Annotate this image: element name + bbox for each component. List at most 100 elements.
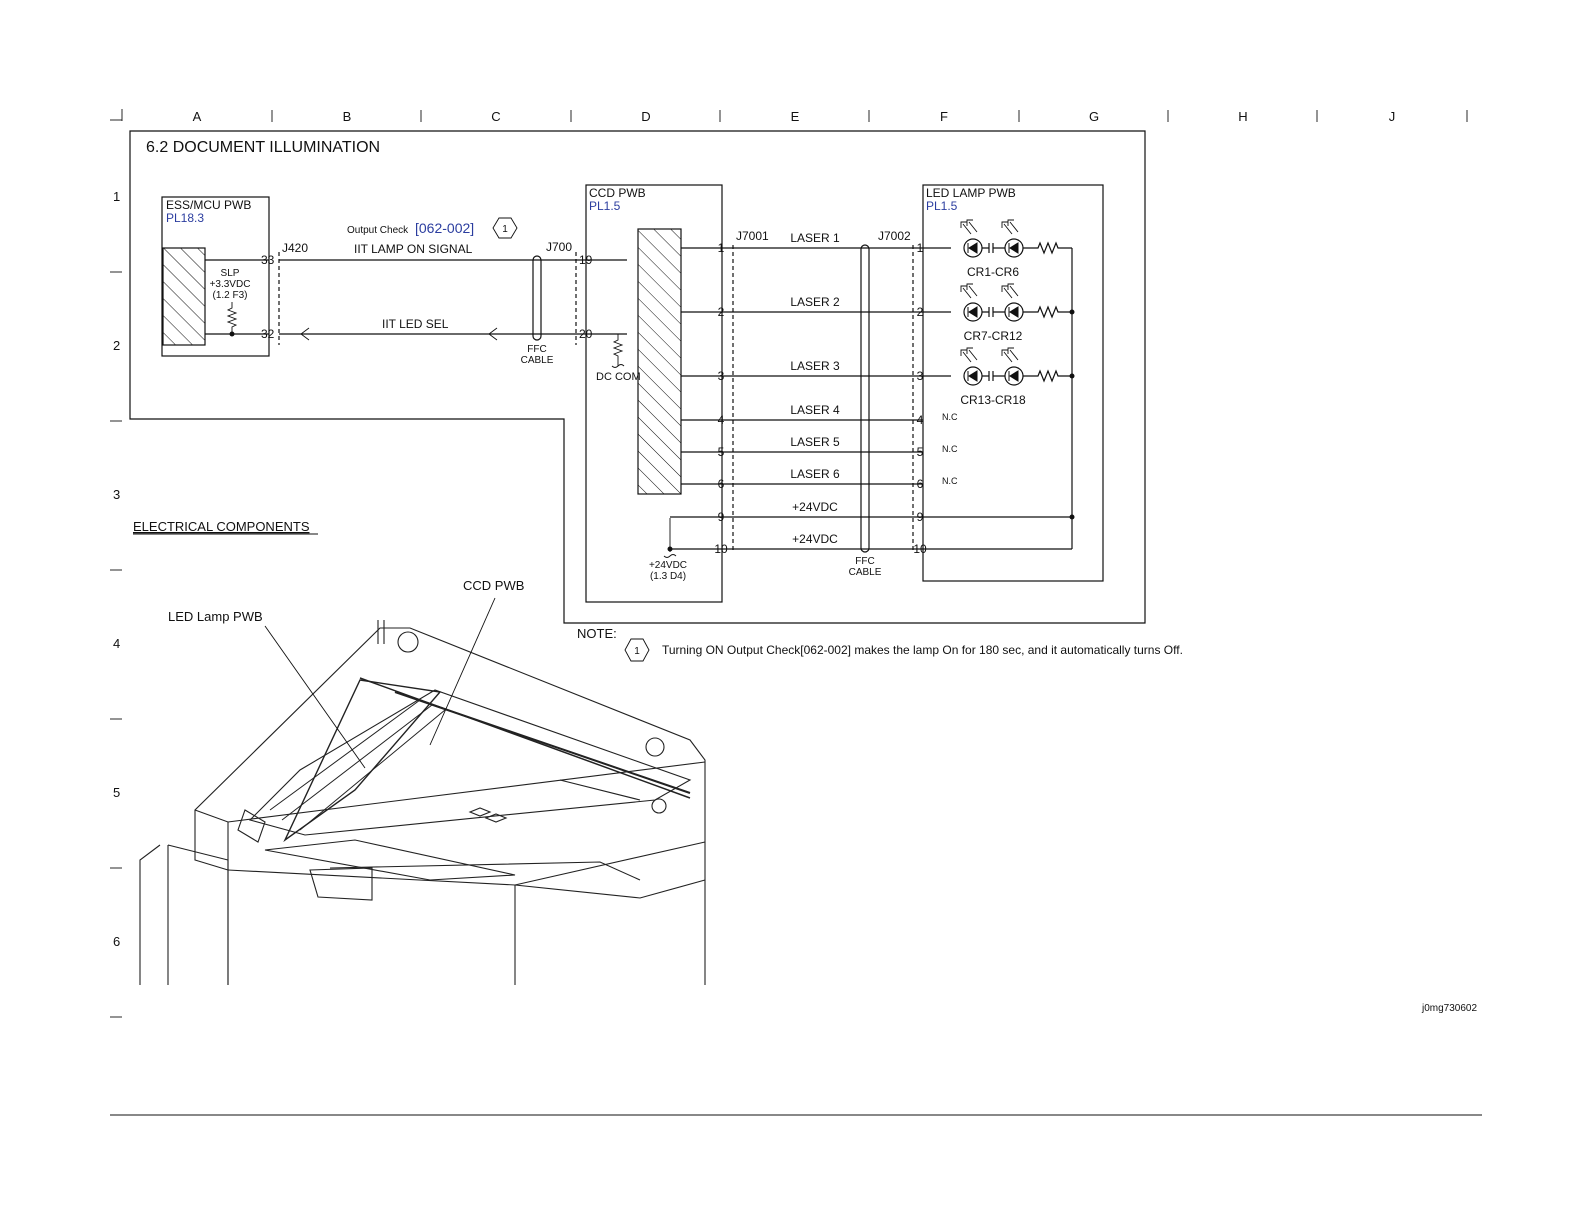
- led-pin-number: 10: [913, 542, 927, 556]
- v24-ref-label: (1.3 D4): [650, 571, 686, 582]
- ccd-pin-number: 1: [718, 241, 725, 255]
- page-title: 6.2 DOCUMENT ILLUMINATION: [146, 139, 380, 156]
- slp-label: SLP: [221, 268, 240, 279]
- ess-name: ESS/MCU PWB: [166, 198, 251, 212]
- j7001-label: J7001: [736, 229, 769, 243]
- led-pin-number: 1: [917, 241, 924, 255]
- dc-com-line: [597, 333, 624, 366]
- row-label: 4: [113, 636, 120, 651]
- bus-line: 4 4 LASER 4 N.C: [681, 403, 958, 427]
- led-callout-leader: [264, 625, 366, 769]
- row-label: 3: [113, 487, 120, 502]
- ffc-left-label: FFC: [527, 344, 546, 355]
- j700-label: J700: [546, 240, 572, 254]
- bus-line-label: LASER 2: [790, 295, 840, 309]
- ccd-pin-number: 10: [714, 542, 728, 556]
- column-ruler: A B C D E F G H J: [110, 109, 1468, 124]
- column-label: H: [1238, 109, 1247, 124]
- slp-voltage: +3.3VDC: [210, 279, 251, 290]
- row-label: 1: [113, 189, 120, 204]
- pullup-resistor: [226, 302, 238, 334]
- led-group-label: CR13-CR18: [960, 393, 1026, 407]
- bus-line-label: +24VDC: [792, 532, 838, 546]
- dc-com-label: DC COM: [596, 371, 641, 383]
- note-ref-marker: [492, 217, 518, 239]
- led-pin-number: 2: [917, 305, 924, 319]
- column-label: C: [491, 109, 500, 124]
- signal-led-sel: IIT LED SEL: [382, 317, 449, 331]
- led-group: CR1-CR6: [960, 219, 1072, 279]
- led-pin-number: 5: [917, 445, 924, 459]
- signal-lamp-on: IIT LAMP ON SIGNAL: [354, 242, 473, 256]
- output-check-code: [062-002]: [415, 220, 474, 236]
- note-ref-number: 1: [634, 646, 640, 657]
- led-pin-number: 3: [917, 369, 924, 383]
- bus-line-label: LASER 4: [790, 403, 840, 417]
- ess-mcu-pwb: ESS/MCU PWB PL18.3 SLP +3.3VDC (1.2 F3) …: [161, 196, 275, 357]
- ccd-name: CCD PWB: [589, 186, 646, 200]
- ffc-cable-right: [860, 244, 870, 553]
- ffc-cable-left: [532, 255, 542, 341]
- ccd-pin-number: 3: [718, 369, 725, 383]
- led-pin-number: 6: [917, 477, 924, 491]
- ffc-right-label: CABLE: [849, 567, 882, 578]
- components-heading: ELECTRICAL COMPONENTS: [133, 519, 310, 534]
- ffc-right-label: FFC: [855, 556, 874, 567]
- j7002-label: J7002: [878, 229, 911, 243]
- column-label: F: [940, 109, 948, 124]
- bus-line: 2 2 LASER 2: [681, 295, 951, 319]
- note-label: NOTE:: [577, 626, 617, 641]
- led-group: CR7-CR12: [960, 283, 1075, 343]
- j420-label: J420: [282, 241, 308, 255]
- ccd-callout-leader: [429, 597, 496, 746]
- arrow-icon: [488, 327, 498, 341]
- output-check-label: Output Check: [347, 225, 409, 236]
- row-label: 6: [113, 934, 120, 949]
- no-connect-label: N.C: [942, 476, 958, 486]
- ess-pin-32: 32: [261, 327, 275, 341]
- led-lamp-pwb: LED LAMP PWB PL1.5: [922, 184, 1104, 582]
- bus-line: 10 10 +24VDC: [670, 532, 1072, 556]
- arrow-icon: [300, 327, 310, 341]
- ccd-chip: [637, 228, 682, 495]
- diagram-outline: [129, 130, 1146, 624]
- ccd-pin-number: 6: [718, 477, 725, 491]
- ground-icon: [611, 364, 625, 368]
- scanner-illustration: [139, 620, 706, 985]
- ffc-left-label: CABLE: [521, 355, 554, 366]
- bus-line-label: LASER 3: [790, 359, 840, 373]
- ground-icon: [663, 554, 677, 558]
- led-group-label: CR7-CR12: [964, 329, 1023, 343]
- bus-line-label: +24VDC: [792, 500, 838, 514]
- row-label: 2: [113, 338, 120, 353]
- led-callout: LED Lamp PWB: [168, 609, 263, 624]
- ess-pin-33: 33: [261, 253, 275, 267]
- ccd-pl: PL1.5: [589, 199, 621, 213]
- figure-id: j0mg730602: [1421, 1003, 1477, 1014]
- ccd-pin-number: 9: [718, 510, 725, 524]
- bus-line: 6 6 LASER 6 N.C: [681, 467, 958, 491]
- bus-line-label: LASER 5: [790, 435, 840, 449]
- no-connect-label: N.C: [942, 444, 958, 454]
- ccd-pin-number: 5: [718, 445, 725, 459]
- led-name: LED LAMP PWB: [926, 186, 1016, 200]
- ccd-pin-number: 2: [718, 305, 725, 319]
- bus-line-label: LASER 1: [790, 231, 840, 245]
- bus-line: 5 5 LASER 5 N.C: [681, 435, 958, 459]
- ccd-pin-number: 4: [718, 413, 725, 427]
- column-label: B: [343, 109, 352, 124]
- bus-line-label: LASER 6: [790, 467, 840, 481]
- output-check: Output Check [062-002] 1: [347, 217, 518, 239]
- led-pin-number: 4: [917, 413, 924, 427]
- slp-ref: (1.2 F3): [212, 290, 247, 301]
- bus-line: 3 3 LASER 3: [681, 359, 951, 383]
- led-group-label: CR1-CR6: [967, 265, 1019, 279]
- ccd-callout: CCD PWB: [463, 578, 524, 593]
- no-connect-label: N.C: [942, 412, 958, 422]
- column-label: G: [1089, 109, 1099, 124]
- v24-ref-label: +24VDC: [649, 560, 687, 571]
